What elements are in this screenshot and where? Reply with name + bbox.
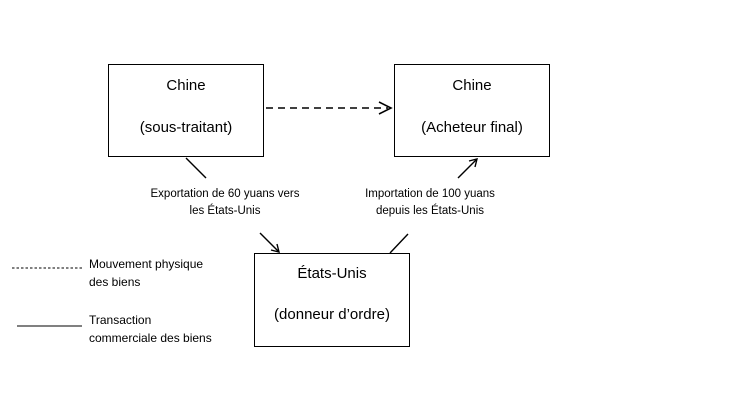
import-flow-label: Importation de 100 yuans depuis les État… bbox=[355, 186, 505, 220]
import-flow-label-line1: Importation de 100 yuans bbox=[365, 188, 495, 200]
legend-solid-line1: Transaction bbox=[89, 313, 152, 327]
node-usa-principal: États-Unis (donneur d’ordre) bbox=[254, 253, 410, 347]
import-flow-label-line2: depuis les États-Unis bbox=[375, 205, 485, 217]
node-role-label: (sous-traitant) bbox=[139, 119, 233, 136]
physical-movement-arrow bbox=[266, 101, 393, 115]
legend-dashed-line2: des biens bbox=[89, 275, 141, 289]
node-china-final-buyer: Chine (Acheteur final) bbox=[394, 64, 550, 157]
import-transaction-line bbox=[389, 158, 478, 254]
node-country-label: Chine bbox=[166, 77, 206, 94]
export-flow-label: Exportation de 60 yuans vers les États-U… bbox=[140, 186, 310, 220]
export-transaction-line bbox=[185, 157, 280, 253]
legend-solid-line2: commerciale des biens bbox=[89, 331, 212, 345]
legend-dashed-line1: Mouvement physique bbox=[89, 257, 204, 271]
node-role-label: (donneur d’ordre) bbox=[274, 306, 390, 323]
export-flow-label-line2: les États-Unis bbox=[189, 205, 261, 217]
node-country-label: Chine bbox=[452, 77, 492, 94]
node-china-subcontractor: Chine (sous-traitant) bbox=[108, 64, 264, 157]
export-flow-label-line1: Exportation de 60 yuans vers bbox=[150, 188, 300, 200]
node-role-label: (Acheteur final) bbox=[421, 119, 523, 136]
node-country-label: États-Unis bbox=[297, 265, 367, 282]
legend-commercial-transaction: Transaction commerciale des biens bbox=[89, 311, 212, 347]
legend-physical-movement: Mouvement physique des biens bbox=[89, 255, 203, 291]
